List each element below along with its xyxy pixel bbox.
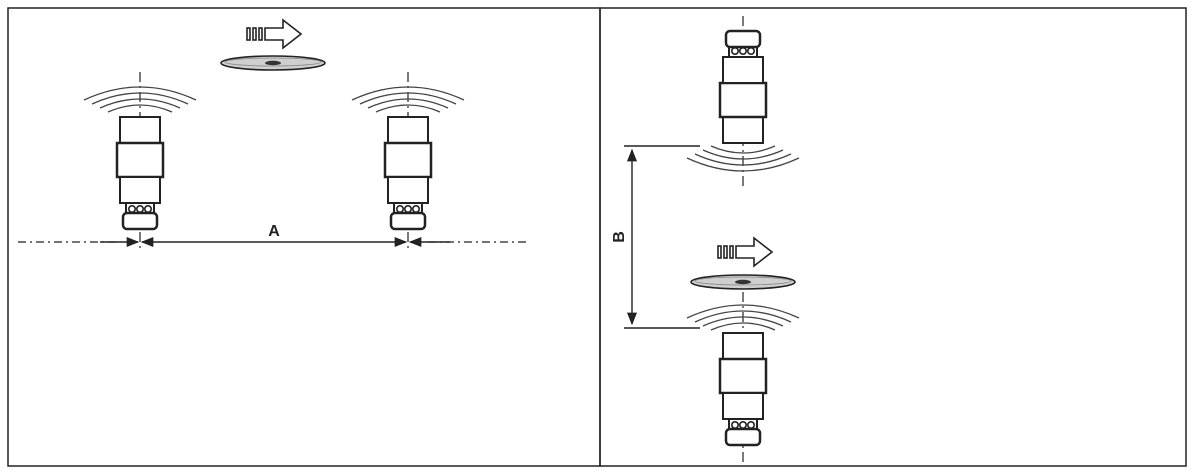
target-disc-icon — [690, 274, 796, 290]
dimension-label-b: B — [611, 231, 628, 243]
right-panel: B — [611, 16, 800, 462]
dimension-b: B — [611, 145, 700, 329]
sensing-waves-icon — [351, 86, 465, 113]
left-panel-frame — [7, 7, 601, 467]
proximity-sensor-icon — [115, 115, 165, 231]
proximity-sensor-icon — [718, 331, 768, 447]
right-panel-frame — [599, 7, 1187, 467]
bottom-sensor — [686, 292, 800, 462]
dimension-a: A — [18, 223, 530, 248]
dimension-label-a: A — [268, 223, 280, 240]
motion-arrow-icon — [717, 237, 773, 267]
target-disc-icon — [220, 55, 326, 71]
motion-arrow-icon — [246, 19, 302, 49]
top-sensor — [686, 16, 800, 186]
left-panel: A — [18, 19, 530, 250]
sensing-waves-icon — [83, 86, 197, 113]
right-sensor — [351, 72, 465, 250]
left-sensor — [83, 72, 197, 250]
proximity-sensor-icon — [718, 29, 768, 145]
proximity-sensor-icon — [383, 115, 433, 231]
sensing-waves-icon — [686, 145, 800, 172]
